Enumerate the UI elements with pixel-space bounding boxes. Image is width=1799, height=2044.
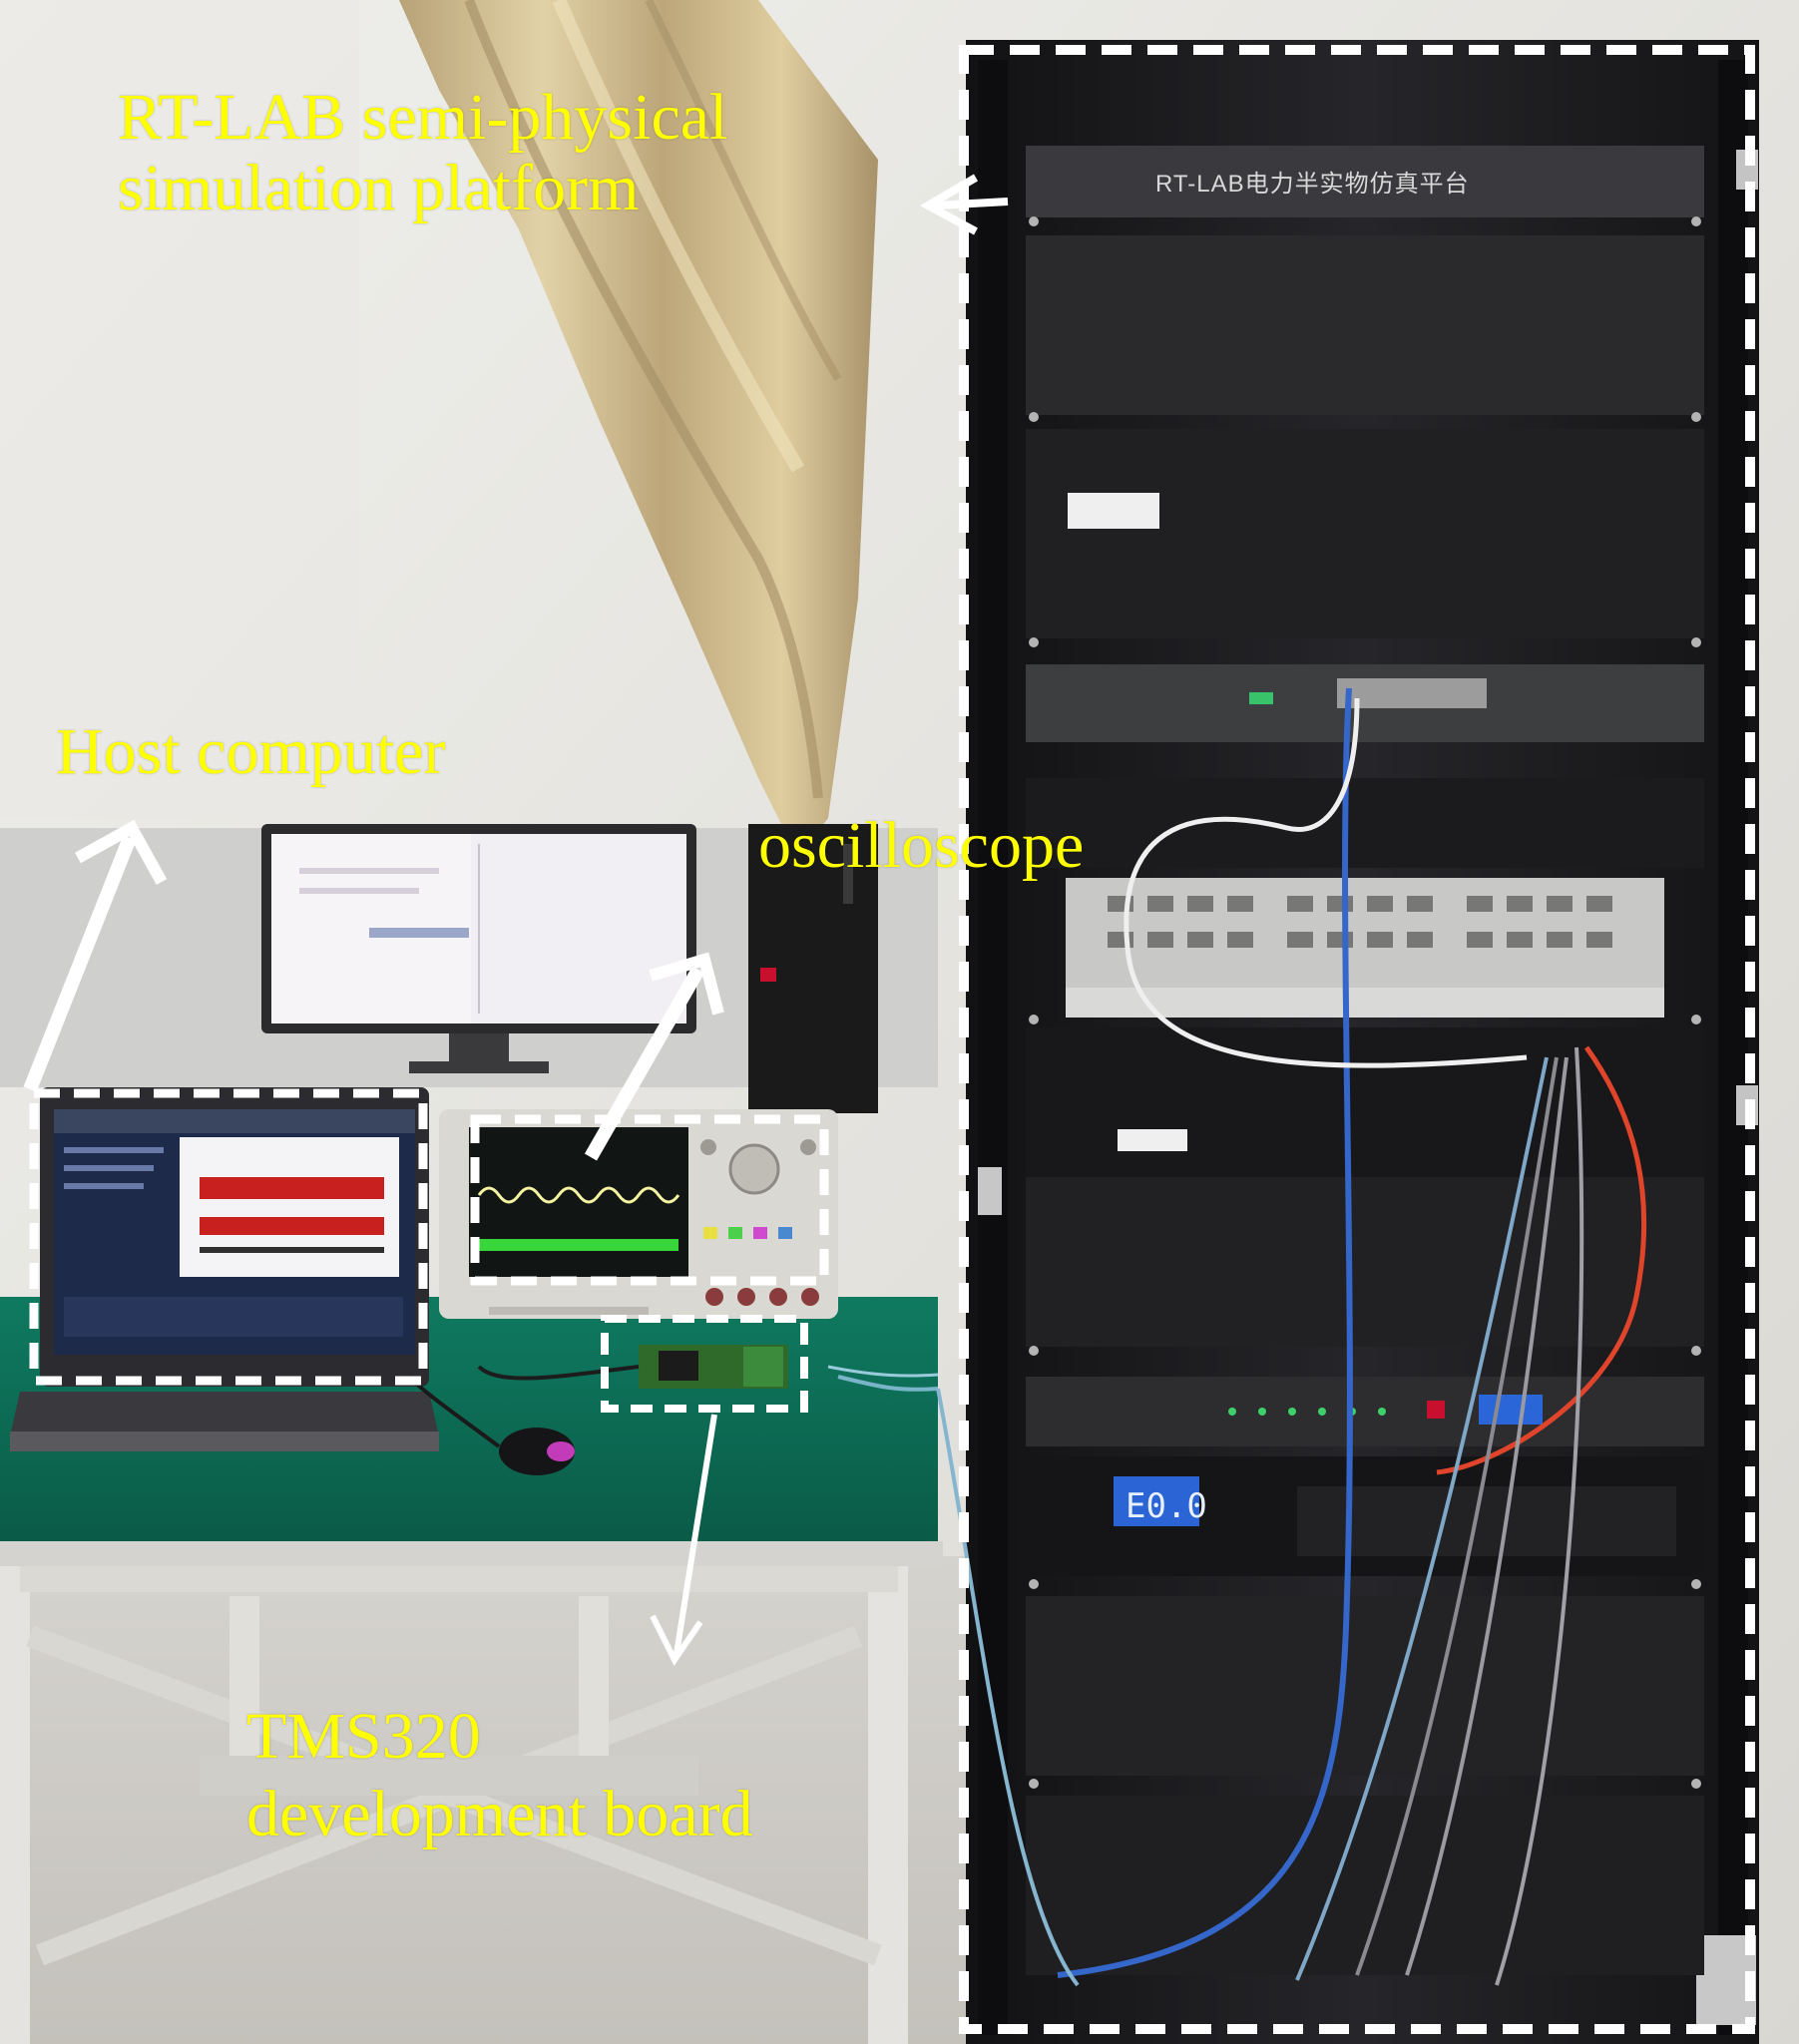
rtlab-label-line1: RT-LAB semi-physical xyxy=(118,81,728,154)
board-dashed-box xyxy=(601,1315,808,1413)
curtain xyxy=(399,0,878,858)
host-computer-label: Host computer xyxy=(56,715,446,788)
table-leg xyxy=(868,1566,908,2044)
board-arrow xyxy=(674,1414,717,1655)
oscilloscope-arrow xyxy=(584,966,705,1161)
rack-panel-label: RT-LAB电力半实物仿真平台 xyxy=(1155,171,1470,198)
oscilloscope-label: oscilloscope xyxy=(758,809,1085,882)
rack-top-panel xyxy=(1026,146,1704,217)
rack-panel xyxy=(1026,1596,1704,1776)
tms-label-line2: development board xyxy=(246,1777,753,1850)
rack-panel xyxy=(1026,235,1704,415)
rack-panel xyxy=(1026,778,1704,868)
platform-arrow xyxy=(935,198,1009,209)
tms-label-line1: TMS320 xyxy=(246,1700,481,1773)
rack-panel xyxy=(1026,1027,1704,1177)
table-leg xyxy=(0,1566,30,2044)
host-arrow xyxy=(23,835,137,1092)
rack-dashed-box xyxy=(959,45,1755,2034)
psu-readout: E0.0 xyxy=(1125,1486,1207,1526)
io-unit xyxy=(1026,1377,1704,1446)
rtlab-platform-label: RT-LAB semi-physical simulation platform xyxy=(118,82,727,224)
oscilloscope-dashed-box xyxy=(470,1114,829,1286)
white-cable xyxy=(1124,697,1528,1068)
mouse xyxy=(499,1428,575,1475)
blue-cable xyxy=(1057,687,1353,1978)
tms320-label: TMS320 development board xyxy=(246,1698,753,1853)
rack-panel xyxy=(1026,429,1704,638)
rack-panel xyxy=(1026,1796,1704,1975)
red-cable xyxy=(1436,1045,1647,1475)
rtlab-label-line2: simulation platform xyxy=(118,152,640,225)
laptop-dashed-box xyxy=(29,1088,428,1386)
rack-panel xyxy=(1026,1177,1704,1347)
